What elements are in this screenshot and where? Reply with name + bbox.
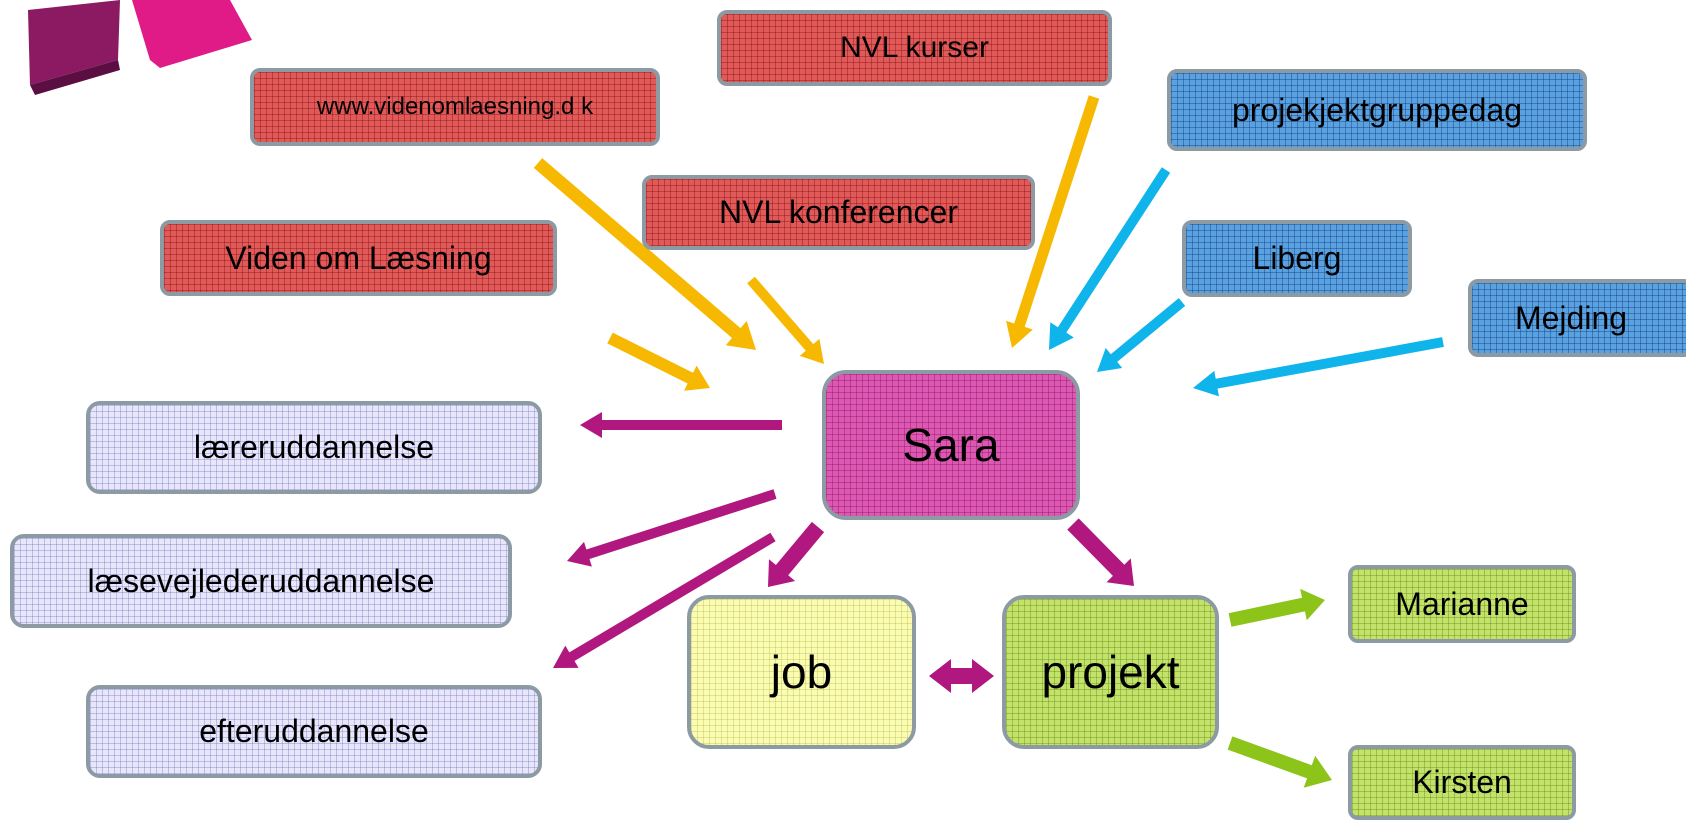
node-laesevejlederuddannelse: læsevejlederuddannelse [10, 534, 512, 628]
node-center-sara: Sara [822, 370, 1080, 520]
node-marianne-label: Marianne [1395, 585, 1529, 622]
book-logo-icon [28, 0, 252, 95]
node-liberg: Liberg [1182, 220, 1412, 297]
node-web-link: www.videnomlaesning.d k [250, 68, 660, 146]
arrow-liberg-to-sara [1097, 298, 1186, 372]
arrow-sara-to-laesevejleder [567, 489, 777, 567]
node-projektgruppedag: projekjektgruppedag [1167, 69, 1587, 151]
node-mejding-label: Mejding [1514, 299, 1628, 336]
arrow-sara-to-laereruddannelse [580, 412, 782, 438]
arrow-viden-to-sara [607, 332, 710, 391]
node-efteruddannelse-label: efteruddannelse [199, 713, 429, 749]
node-nvl-kurser: NVL kurser [717, 10, 1112, 86]
node-nvl-kurser-label: NVL kurser [840, 31, 989, 64]
arrow-projekt-to-kirsten [1227, 736, 1332, 788]
arrow-nvl-kurser-to-sara [1006, 95, 1100, 348]
node-center-sara-label: Sara [902, 419, 1000, 471]
node-laesevejlederuddannelse-label: læsevejlederuddannelse [87, 562, 435, 599]
node-liberg-label: Liberg [1252, 240, 1342, 276]
arrow-sara-to-projekt [1067, 518, 1134, 586]
arrow-job-projekt [929, 659, 994, 693]
node-nvl-konferencer: NVL konferencer [642, 175, 1035, 250]
node-web-link-label: www.videnomlaesning.d k [316, 93, 594, 120]
node-laereruddannelse-label: læreruddannelse [193, 429, 435, 465]
node-mejding: Mejding [1468, 279, 1686, 357]
node-job: job [687, 595, 916, 749]
node-viden-om-laesning-label: Viden om Læsning [225, 239, 492, 276]
arrow-nvl-konferencer-to-sara [747, 276, 824, 364]
node-laereruddannelse: læreruddannelse [86, 401, 542, 494]
arrow-sara-to-job [768, 521, 825, 587]
node-viden-om-laesning: Viden om Læsning [160, 220, 557, 296]
node-kirsten: Kirsten [1348, 745, 1576, 820]
arrow-sara-to-efteruddannelse [553, 532, 776, 668]
node-projekt-label: projekt [1041, 646, 1180, 698]
node-projektgruppedag-label: projekjektgruppedag [1232, 91, 1522, 128]
node-job-label: job [770, 646, 833, 698]
arrow-mejding-to-sara [1193, 337, 1444, 397]
arrow-projektgruppedag-to-sara [1049, 167, 1171, 350]
node-projekt: projekt [1002, 595, 1219, 749]
node-marianne: Marianne [1348, 565, 1576, 643]
node-kirsten-label: Kirsten [1412, 764, 1512, 800]
node-efteruddannelse: efteruddannelse [86, 685, 542, 778]
node-nvl-konferencer-label: NVL konferencer [719, 194, 958, 230]
arrow-web-to-sara [533, 158, 756, 350]
arrow-projekt-to-marianne [1228, 588, 1325, 627]
